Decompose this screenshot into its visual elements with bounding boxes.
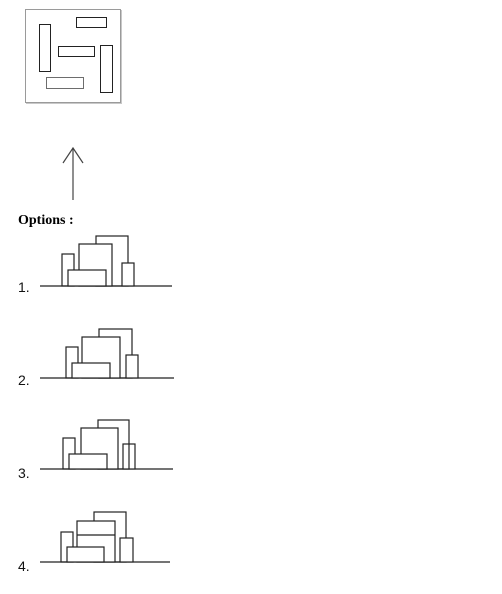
option-1-block xyxy=(67,269,107,287)
option-2-number[interactable]: 2. xyxy=(18,372,30,388)
top-view-block-middle xyxy=(58,46,95,57)
option-2-block xyxy=(125,354,139,379)
top-view-figure xyxy=(25,9,121,103)
arrow-head xyxy=(62,146,84,164)
top-view-block-right-vertical xyxy=(100,45,113,93)
option-3-number[interactable]: 3. xyxy=(18,465,30,481)
option-2-block xyxy=(71,362,111,379)
option-4-block xyxy=(66,546,105,563)
options-title: Options : xyxy=(18,213,74,228)
top-view-block-top xyxy=(76,17,107,28)
top-view-block-left-vertical xyxy=(39,24,51,72)
option-1-block xyxy=(121,262,135,287)
top-view-block-bottom xyxy=(46,77,84,89)
option-1-number[interactable]: 1. xyxy=(18,279,30,295)
option-3-block xyxy=(68,453,108,470)
option-4-block xyxy=(119,537,134,563)
option-4-number[interactable]: 4. xyxy=(18,558,30,574)
